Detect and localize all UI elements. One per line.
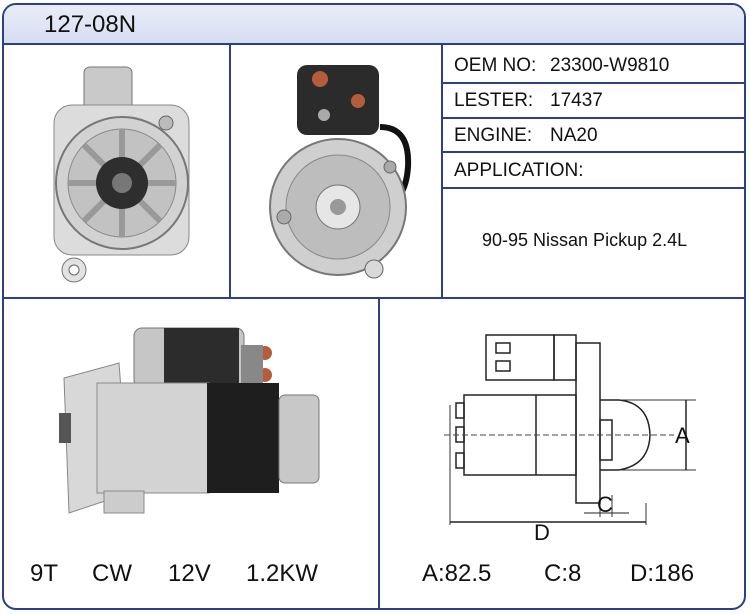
application-label: APPLICATION:	[454, 160, 584, 181]
spec-rotation: CW	[92, 560, 132, 587]
application-value: 90-95 Nissan Pickup 2.4L	[482, 230, 688, 250]
divider	[441, 82, 744, 84]
diagram-label-a: A	[675, 423, 690, 448]
starter-rear-view-image	[269, 65, 412, 279]
starter-front-view-image	[53, 66, 190, 283]
spec-voltage: 12V	[168, 560, 211, 587]
header-bar: 127-08N	[4, 5, 744, 45]
diagram-label-c: C	[597, 492, 613, 517]
engine-value: NA20	[550, 125, 598, 146]
dim-d-value: D:186	[630, 560, 695, 587]
divider	[441, 151, 744, 153]
dimension-diagram	[444, 334, 696, 525]
lester-value: 17437	[550, 90, 603, 111]
dim-a-value: A:82.5	[422, 560, 492, 587]
spec-teeth: 9T	[30, 560, 59, 587]
oem-label: OEM NO:	[454, 55, 537, 76]
spec-power: 1.2KW	[246, 560, 319, 587]
divider	[441, 187, 744, 189]
starter-side-view-image	[59, 327, 320, 514]
lester-label: LESTER:	[454, 90, 534, 111]
part-number: 127-08N	[44, 11, 137, 38]
dim-c-value: C:8	[544, 560, 582, 587]
divider	[378, 297, 380, 608]
divider	[441, 43, 443, 299]
engine-label: ENGINE:	[454, 125, 533, 146]
divider	[229, 43, 231, 299]
divider	[4, 297, 744, 299]
diagram-label-d: D	[534, 520, 550, 545]
spec-sheet: 127-08N OEM NO: 23300-W9810 LESTER: 1743…	[2, 3, 746, 610]
oem-value: 23300-W9810	[550, 55, 670, 76]
divider	[441, 117, 744, 119]
